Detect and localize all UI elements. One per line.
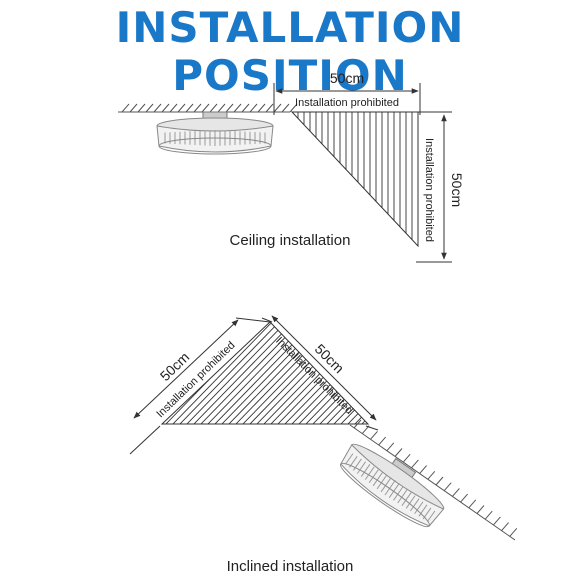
vent-line [397,489,408,504]
hatch-line [452,488,460,497]
dimension-horizontal-value: 50cm [330,70,364,86]
dimension-vertical-value: 50cm [449,173,465,207]
smoke-detector-ceiling-icon [156,111,274,155]
vent-line [384,479,396,496]
ceiling-caption: Ceiling installation [230,232,351,249]
hatch-line [394,448,403,457]
hatch-line [386,442,395,452]
hatch-line [209,103,218,113]
vent-line [345,453,354,465]
hatch-line [289,103,298,113]
hatch-line [257,103,266,113]
vent-line [380,477,392,493]
hatch-line [353,419,362,429]
dimension-left [129,317,271,455]
hatch-line [402,453,411,463]
hatch-line [249,103,258,113]
vent-line [356,461,367,474]
hatch-line [185,103,194,113]
hatch-line [468,499,477,509]
hatch-line [345,322,368,424]
hatch-line [145,103,154,113]
hatch-line [427,470,436,480]
hatch-line [460,493,468,503]
vent-line [368,469,379,483]
hatch-line [241,103,250,113]
hatch-line [484,510,493,520]
vent-line [388,483,400,498]
vent-line [372,471,384,487]
hatch-line [419,465,427,474]
hatch-line [509,527,518,537]
page-title: INSTALLATION POSITION [115,3,465,100]
vent-line [360,463,371,477]
prohibited-zone-ceiling [290,111,419,248]
dimension-horizontal [273,83,421,115]
vent-line [410,498,420,512]
vent-line [401,492,412,506]
hatch-line [273,103,282,113]
vent-line [364,466,375,480]
hatch-line [435,476,444,486]
vent-line [426,510,436,522]
hatch-line [177,103,186,113]
hatch-line [161,103,170,113]
vent-line [405,495,416,509]
vent-line [352,458,362,471]
inclined-surface [349,419,518,541]
hatch-line [501,522,509,531]
hatch-line [374,318,479,426]
vent-line [418,504,428,517]
hatch-line [411,459,419,469]
vent-line [393,486,404,501]
hatch-line [169,103,178,113]
smoke-detector-inclined-icon [340,443,445,528]
hatch-line [493,516,501,526]
hatch-line [233,103,242,113]
hatch-line [225,103,234,113]
ceiling-installation: 50cm Installation prohibited Installatio… [118,70,465,263]
hatch-line [443,482,452,492]
hatch-line [201,103,210,113]
hatch-line [129,103,138,113]
hatch-line [359,322,368,424]
prohibited-hatch-ceiling [297,112,418,246]
hatch-line [193,103,202,113]
hatch-line [310,322,368,424]
hatch-line [352,322,368,424]
hatch-line [153,103,162,113]
vertical-prohibited-note: Installation prohibited [423,138,435,242]
hatch-line [370,431,378,440]
inclined-caption: Inclined installation [227,558,354,575]
hatch-line [137,103,146,113]
hatch-line [378,436,386,446]
horizontal-prohibited-note: Installation prohibited [295,97,399,109]
hatch-line [265,103,274,113]
dimension-right [261,315,379,431]
inclined-installation: Installation prohibited 50cm Installatio… [129,315,518,575]
vent-line [376,474,388,490]
hatch-line [217,103,226,113]
hatch-line [366,322,368,424]
dimension-vertical [416,111,452,263]
hatch-line [281,103,290,113]
vent-line [414,501,424,514]
hatch-line [476,505,485,514]
ceiling-surface [118,103,298,113]
hatch-line [121,103,130,113]
